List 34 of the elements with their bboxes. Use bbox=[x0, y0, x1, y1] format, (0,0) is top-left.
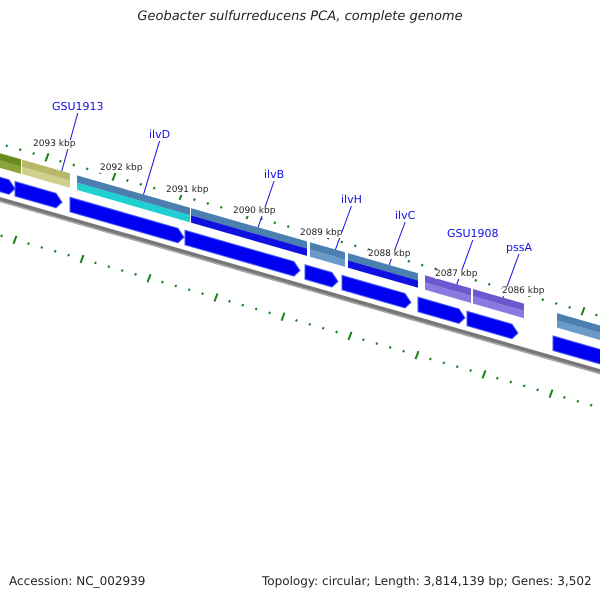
gene-block bbox=[552, 335, 600, 366]
gene-block bbox=[184, 230, 301, 277]
gene-block bbox=[0, 175, 16, 195]
title: Geobacter sulfurreducens PCA, complete genome bbox=[136, 10, 464, 23]
scale-label: 2086 kbp bbox=[502, 287, 544, 296]
gene-label: ilvB bbox=[264, 169, 284, 180]
gene-bar bbox=[22, 160, 70, 188]
gene-label: GSU1908 bbox=[447, 228, 499, 239]
gene-block bbox=[466, 310, 519, 340]
scale-label: 2088 kbp bbox=[368, 250, 410, 259]
scale-label: 2091 kbp bbox=[166, 186, 208, 195]
footer-text: Topology: circular; Length: 3,814,139 bp; Genes: 3,502 bbox=[262, 575, 592, 587]
leader-line bbox=[143, 140, 160, 195]
leader-line bbox=[334, 206, 352, 250]
leader-line bbox=[61, 112, 78, 172]
gene-bar bbox=[557, 313, 600, 343]
gene-block bbox=[70, 196, 185, 244]
gene-label: ilvD bbox=[149, 129, 170, 140]
gene-label: GSU1913 bbox=[52, 101, 104, 112]
scale-label: 2087 kbp bbox=[435, 270, 478, 279]
gene-bar bbox=[0, 152, 21, 174]
scale-label: 2089 kbp bbox=[300, 229, 342, 238]
scale-label: 2090 kbp bbox=[233, 207, 276, 216]
scale-label: 2093 kbp bbox=[33, 140, 76, 149]
footer-text: Accession: NC_002939 bbox=[9, 575, 146, 587]
gene-label: ilvC bbox=[395, 210, 416, 221]
gene-block bbox=[342, 274, 412, 309]
gene-block bbox=[418, 296, 466, 324]
gene-bar bbox=[310, 242, 345, 267]
gene-bar bbox=[77, 175, 190, 222]
scale-label: 2092 kbp bbox=[100, 164, 142, 173]
gene-label: pssA bbox=[506, 242, 532, 253]
gene-block bbox=[304, 264, 339, 288]
gene-label: ilvH bbox=[341, 194, 362, 205]
